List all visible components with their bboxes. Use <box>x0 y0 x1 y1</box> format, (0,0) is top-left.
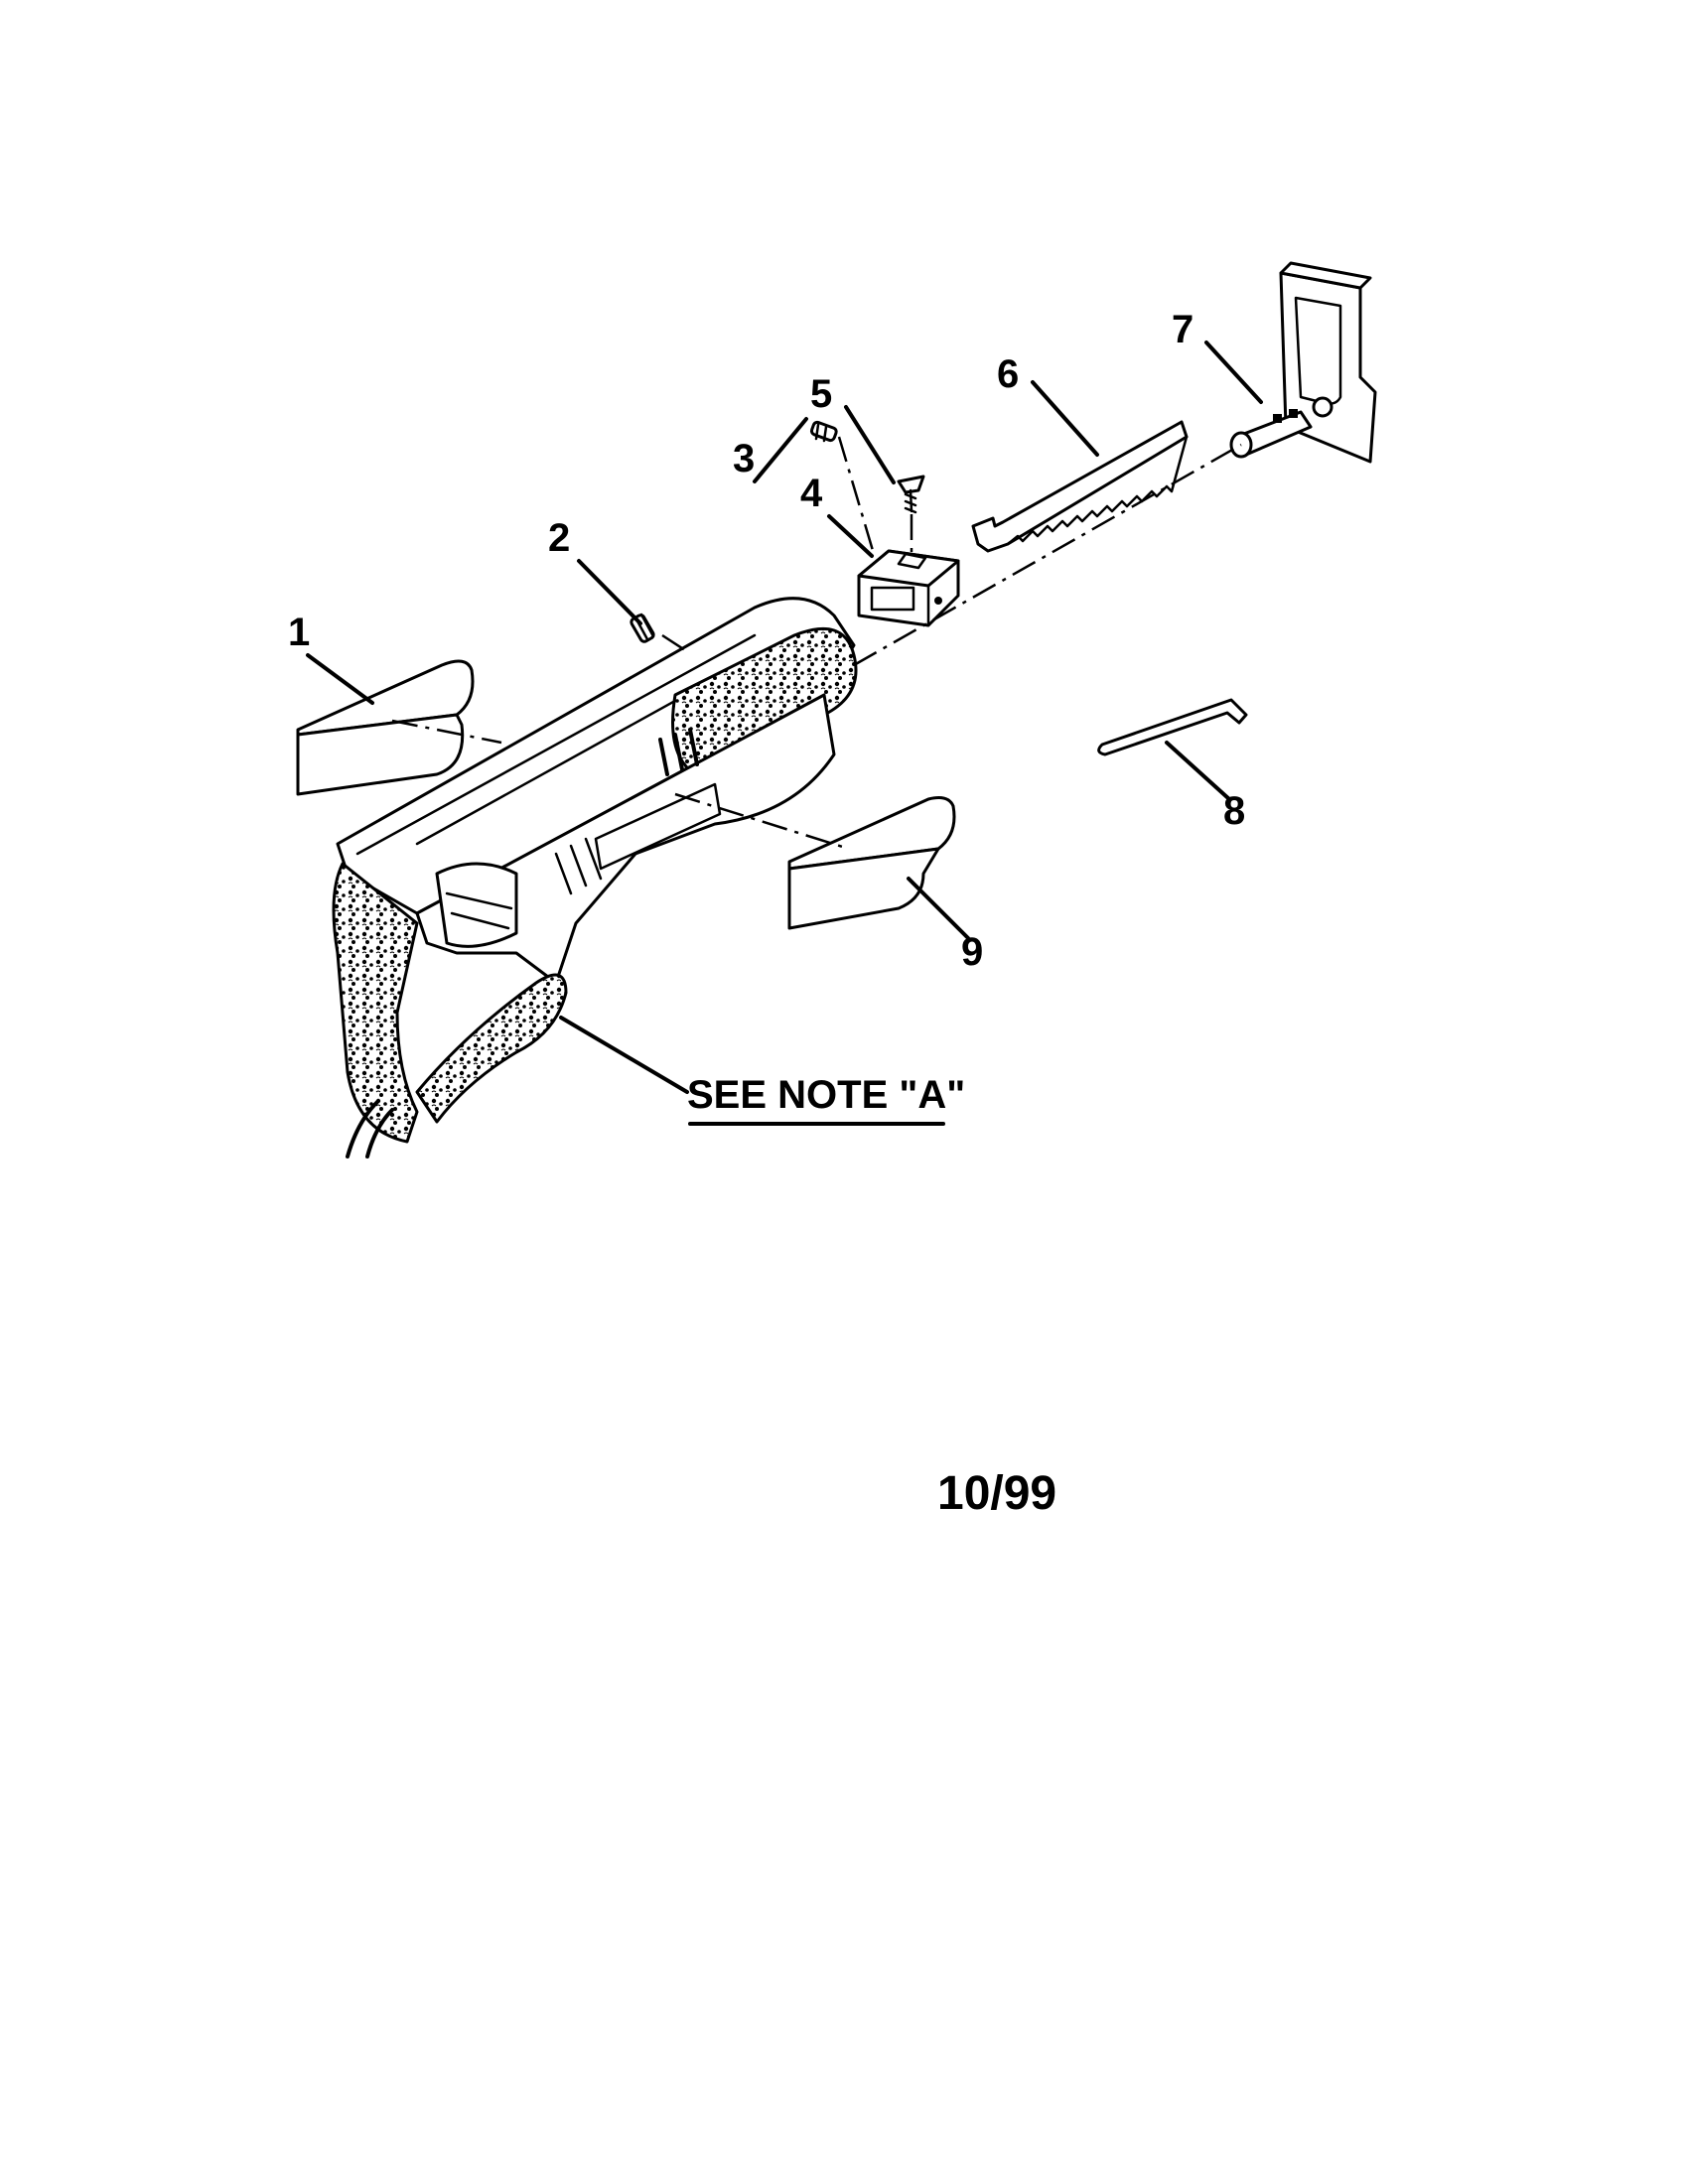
part-9-label <box>787 796 956 930</box>
see-note-text: SEE NOTE "A" <box>687 1073 965 1117</box>
callout-8: 8 <box>1223 789 1245 833</box>
callout-3: 3 <box>733 437 755 480</box>
see-note-callout: SEE NOTE "A" <box>687 1073 965 1126</box>
part-3-set-screw <box>809 420 838 443</box>
part-4-blade-clamp <box>857 549 960 627</box>
part-7-shoe-assembly <box>1229 261 1377 464</box>
callout-6: 6 <box>997 352 1019 396</box>
callout-4: 4 <box>800 472 823 515</box>
part-1-label <box>296 659 475 796</box>
callout-7: 7 <box>1172 308 1193 351</box>
assembly-center-lines <box>391 436 1242 851</box>
callout-labels: 1 2 3 4 5 6 7 8 9 <box>288 308 1245 974</box>
callout-2: 2 <box>548 516 570 560</box>
part-5-screw <box>897 475 925 514</box>
callout-leader-lines <box>306 341 1263 1094</box>
callout-5: 5 <box>810 372 832 416</box>
part-6-saw-blade <box>971 420 1189 553</box>
saw-handle <box>332 862 568 1159</box>
saw-housing <box>336 597 858 985</box>
part-8-hex-key <box>1097 698 1248 756</box>
callout-9: 9 <box>961 930 983 974</box>
revision-date: 10/99 <box>937 1467 1056 1520</box>
callout-1: 1 <box>288 611 310 654</box>
